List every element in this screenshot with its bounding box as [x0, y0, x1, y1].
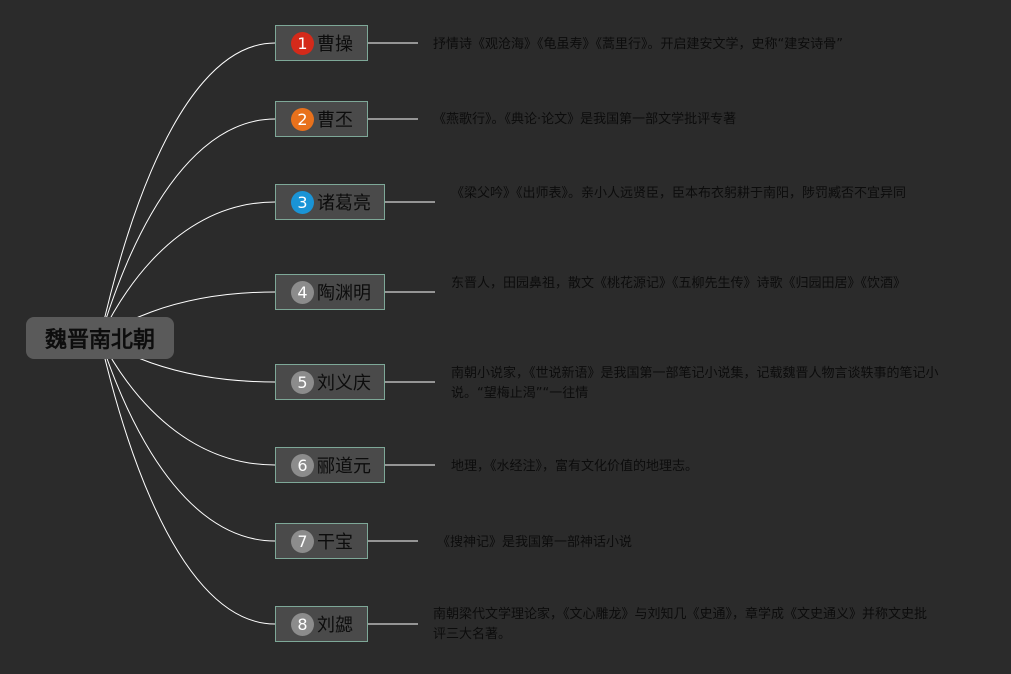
topic-label: 诸葛亮 [317, 193, 371, 214]
topic-cao-pi[interactable]: 2 曹丕 [275, 101, 368, 137]
topic-label: 刘义庆 [317, 373, 371, 394]
topic-gan-bao[interactable]: 7 干宝 [275, 523, 368, 559]
topic-label: 干宝 [317, 532, 353, 553]
number-badge-icon: 8 [291, 612, 314, 636]
topic-liu-yiqing[interactable]: 5 刘义庆 [275, 364, 385, 400]
topic-zhuge-liang[interactable]: 3 诸葛亮 [275, 184, 385, 220]
link-root-8 [99, 337, 276, 625]
topic-tao-yuanming[interactable]: 4 陶渊明 [275, 274, 385, 310]
topic-note: 东晋人，田园鼻祖，散文《桃花源记》《五柳先生传》诗歌《归园田居》《饮酒》 [451, 276, 907, 291]
number-badge-icon: 3 [291, 190, 314, 214]
number-badge-icon: 2 [291, 107, 314, 131]
topic-liu-xie[interactable]: 8 刘勰 [275, 606, 368, 642]
topic-note: 地理，《水经注》，富有文化价值的地理志。 [451, 459, 699, 474]
topic-label: 刘勰 [317, 615, 353, 636]
topic-note: 《燕歌行》。《典论·论文》是我国第一部文学批评专著 [433, 112, 737, 127]
topic-note: 抒情诗《观沧海》《龟虽寿》《蒿里行》。开启建安文学，史称“建安诗骨” [433, 37, 843, 52]
topic-note: 南朝梁代文学理论家，《文心雕龙》与刘知几《史通》，章学成《文史通义》并称文史批评… [433, 607, 928, 642]
topic-cao-cao[interactable]: 1 曹操 [275, 25, 368, 61]
number-badge-icon: 5 [291, 370, 314, 394]
topic-label: 曹丕 [317, 110, 353, 131]
number-badge-icon: 1 [291, 31, 314, 55]
number-badge-icon: 6 [291, 453, 314, 477]
link-root-2 [99, 118, 276, 339]
link-root-1 [99, 42, 276, 339]
topic-label: 曹操 [317, 34, 353, 55]
number-badge-icon: 4 [291, 280, 314, 304]
root-topic-label: 魏晋南北朝 [44, 328, 155, 353]
topic-label: 陶渊明 [317, 283, 371, 304]
topic-note: 《搜神记》是我国第一部神话小说 [437, 535, 633, 550]
topic-li-daoyuan[interactable]: 6 郦道元 [275, 447, 385, 483]
topic-label: 郦道元 [317, 456, 371, 477]
topic-note: 南朝小说家，《世说新语》是我国第一部笔记小说集，记载魏晋人物言谈轶事的笔记小说。… [451, 366, 939, 401]
number-badge-icon: 7 [291, 529, 314, 553]
root-topic[interactable]: 魏晋南北朝 [26, 317, 174, 359]
topic-note: 《梁父吟》《出师表》。亲小人远贤臣，臣本布衣躬耕于南阳，陟罚臧否不宜异同 [451, 186, 907, 201]
